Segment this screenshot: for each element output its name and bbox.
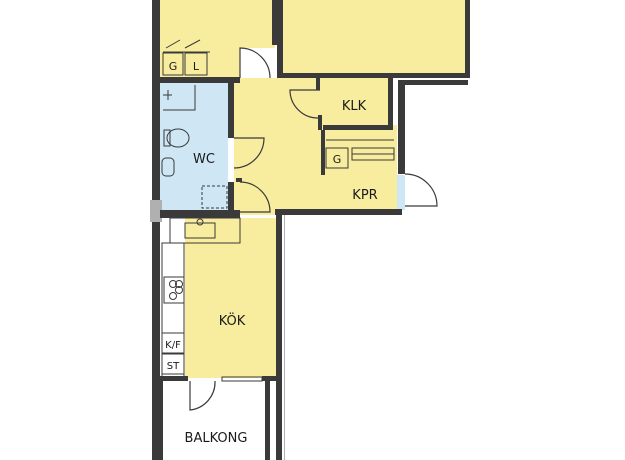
room-fill-hall <box>234 78 397 215</box>
kitchen-counter-top <box>169 217 241 244</box>
stove-plate-1 <box>169 280 177 288</box>
wall-bedroom-right <box>272 0 277 45</box>
room-fill-bedroom-left <box>160 0 275 78</box>
room-fill-kpr <box>323 125 397 210</box>
wall-left-gap-block <box>150 200 162 222</box>
wall-right-outer-top <box>398 80 468 85</box>
door-kitchen-swing <box>239 181 271 213</box>
fixture-label-st: ST <box>167 361 180 372</box>
box-kf <box>161 332 185 354</box>
fixture-label-l-top: L <box>193 60 200 73</box>
wall-balcony-left <box>158 380 163 460</box>
room-fill-room-right <box>283 0 468 75</box>
wall-wc-right-upper <box>228 80 234 138</box>
wall-klk-left-lower <box>318 115 322 130</box>
wall-left-outer <box>152 0 160 200</box>
wc-shower-line <box>163 85 196 111</box>
wall-kitchen-bottom-right <box>262 376 280 381</box>
wall-right-room-right <box>465 0 470 78</box>
room-fills <box>160 0 468 378</box>
wall-wc-right-lower <box>228 182 234 216</box>
wc-sink <box>161 157 175 177</box>
wall-klk-right <box>388 78 393 130</box>
door-entrance-swing <box>404 173 438 207</box>
kpr-shelf-lines <box>326 139 394 155</box>
door-balcony-swing <box>189 380 216 411</box>
door-bedroom-swing <box>239 47 271 79</box>
balcony-door-frame <box>221 376 263 382</box>
wall-bedroom-bottom <box>160 77 240 83</box>
wc-washer-dashed <box>201 185 228 209</box>
kitchen-stove <box>163 276 185 304</box>
room-label-balkong: BALKONG <box>185 431 248 446</box>
room-fill-wc <box>160 83 228 210</box>
wall-balcony-right <box>265 380 270 460</box>
wc-shower-mark <box>163 90 172 100</box>
door-klk-swing <box>289 89 320 119</box>
wall-thin-right-lower <box>284 215 285 460</box>
doors <box>189 47 438 411</box>
wall-klk-left <box>316 78 320 90</box>
stove-plate-4 <box>175 280 183 288</box>
kitchen-counter-left <box>161 242 185 379</box>
hall-door-opening <box>236 178 242 182</box>
shelf-lines-top <box>163 39 210 53</box>
wall-wc-bottom <box>160 210 240 218</box>
box-g-top <box>162 52 184 76</box>
room-label-kpr: KPR <box>352 188 377 203</box>
room-fill-closet-blue <box>397 175 405 210</box>
box-g-kpr <box>325 147 349 169</box>
door-wc-swing <box>233 137 265 169</box>
wall-hall-bottom <box>275 209 402 215</box>
wall-left-outer-lower <box>152 222 160 460</box>
kitchen-tap <box>196 218 204 226</box>
wall-right-room-bottom <box>283 73 468 78</box>
wall-kpr-left <box>321 130 325 175</box>
fixture-label-g-top: G <box>169 60 178 73</box>
room-label-klk: KLK <box>342 99 367 114</box>
box-st <box>161 353 185 375</box>
wc-toilet-tank <box>163 129 171 147</box>
wall-right-outer <box>398 82 405 174</box>
wc-toilet-bowl <box>166 128 190 148</box>
fixtures <box>161 39 395 379</box>
kitchen-sink <box>184 222 216 239</box>
walls <box>150 0 470 460</box>
room-label-kok: KÖK <box>219 312 246 329</box>
room-fill-kitchen <box>185 218 278 378</box>
room-label-wc: WC <box>193 152 215 167</box>
room-fill-klk <box>318 78 392 125</box>
fixture-label-g-kpr: G <box>333 153 342 166</box>
stove-plate-2 <box>175 286 183 294</box>
wall-hall-right-room <box>277 0 283 78</box>
wall-klk-bottom <box>323 125 393 130</box>
fixture-label-kf: K/F <box>165 340 181 351</box>
room-fill-kitchen-counter <box>185 218 240 245</box>
stove-plate-3 <box>169 292 177 300</box>
labels: WC KLK KPR KÖK BALKONG G L G K/F ST <box>165 60 378 446</box>
box-l-top <box>184 52 208 76</box>
room-fill-hall-upper <box>283 75 318 125</box>
wall-kitchen-right <box>276 212 282 460</box>
